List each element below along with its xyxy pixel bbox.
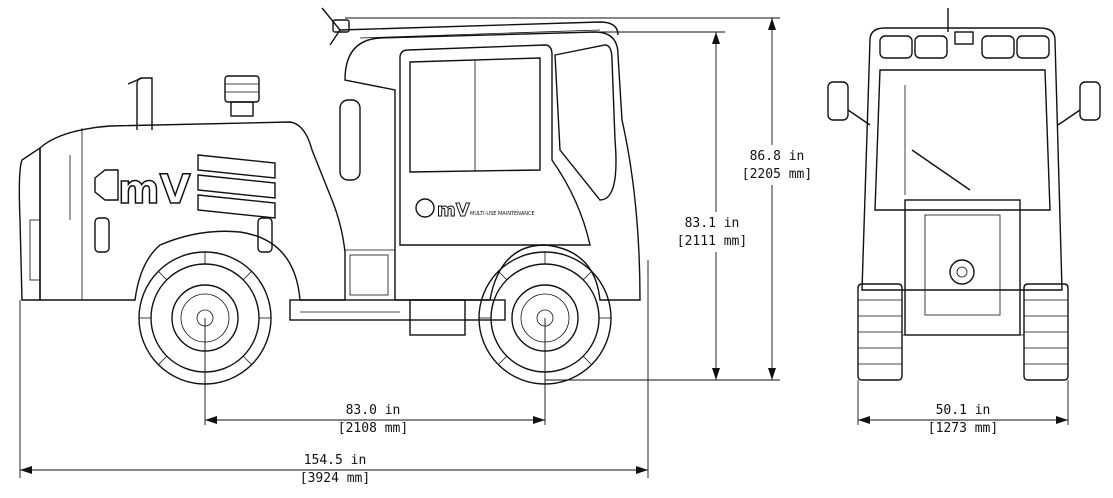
side-view: mV (18, 7, 641, 385)
overall-height-metric: [2205 mm] (742, 167, 812, 182)
cab-logo: mV MULTI-USE MAINTENANCE (415, 198, 535, 222)
front-view-right-tire (1023, 283, 1069, 381)
overall-length-metric: [3924 mm] (300, 471, 370, 486)
side-vents (197, 154, 276, 219)
cab-outline (344, 31, 641, 301)
track-width-imperial: 50.1 in (936, 403, 991, 418)
cab-logo-text: mV (437, 200, 470, 221)
cab-height-metric: [2111 mm] (677, 234, 747, 249)
cab-body-text: MULTI-USE MAINTENANCE (470, 211, 535, 217)
wheelbase-imperial: 83.0 in (346, 403, 401, 418)
overall-length-imperial: 154.5 in (304, 453, 367, 468)
cab-height-imperial: 83.1 in (685, 216, 740, 231)
engine-body-outline (39, 121, 346, 301)
track-width-metric: [1273 mm] (928, 421, 998, 436)
hood-logo-text: mV (118, 167, 191, 213)
front-view-left-tire (857, 283, 903, 381)
door-window (409, 57, 541, 173)
dimension-labels: 86.8 in [2205 mm] 83.1 in [2111 mm] 83.0… (300, 145, 998, 486)
overall-height-imperial: 86.8 in (750, 149, 805, 164)
hood-logo: mV (94, 166, 191, 214)
front-view (827, 8, 1101, 381)
dimension-lines (19, 17, 1069, 478)
wheelbase-metric: [2108 mm] (338, 421, 408, 436)
